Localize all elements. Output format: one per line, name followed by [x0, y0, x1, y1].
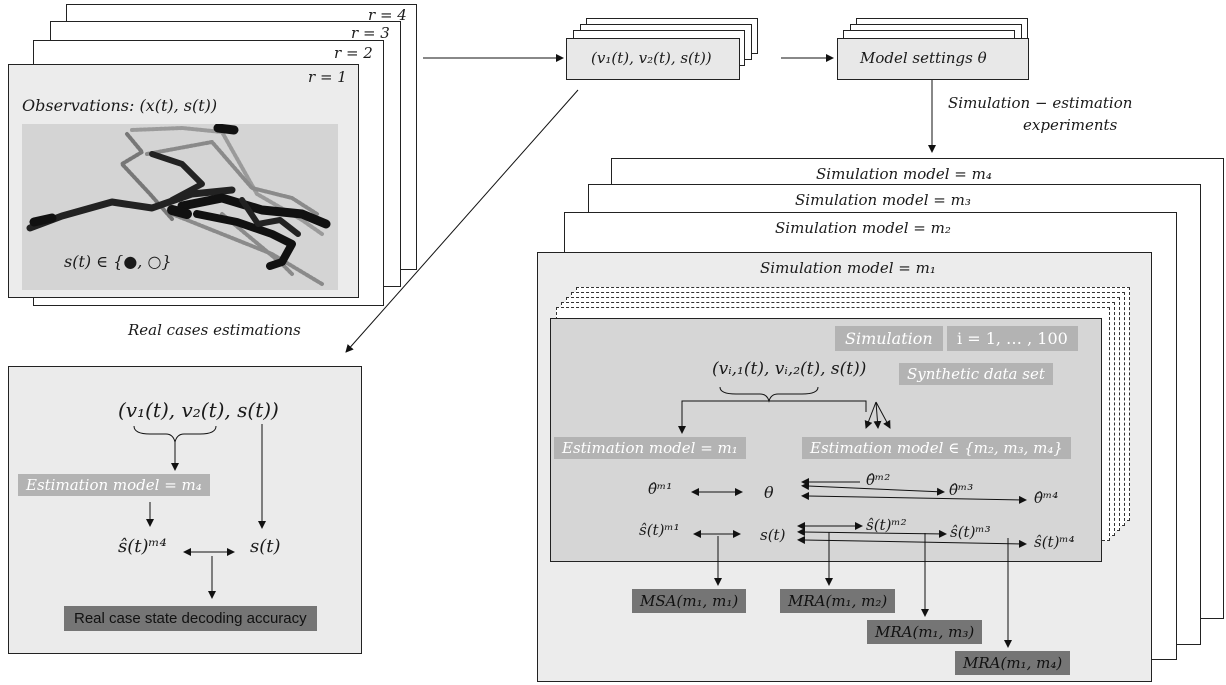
state-hat-m1: ŝ(t)ᵐ¹	[639, 521, 680, 539]
sim-model-title-m4: Simulation model = m₄	[816, 165, 992, 183]
state-true: s(t)	[760, 526, 786, 544]
metric-mra-m1-m2: MRA(m₁, m₂)	[780, 589, 896, 613]
trajectory-plot	[22, 123, 338, 290]
metric-mra-m1-m4: MRA(m₁, m₄)	[955, 651, 1071, 675]
repetition-label-r1: r = 1	[308, 68, 347, 86]
sim-model-title-m3: Simulation model = m₃	[795, 191, 971, 209]
velocity-box: (v₁(t), v₂(t), s(t))	[566, 38, 740, 80]
est-model-other-tag: Estimation model ∈ {m₂, m₃, m₄}	[802, 437, 1071, 459]
settings-box: Model settings θ	[837, 38, 1029, 80]
real-accuracy-tag: Real case state decoding accuracy	[64, 606, 317, 631]
velocity-box-label: (v₁(t), v₂(t), s(t))	[591, 49, 712, 67]
synthetic-data-tag: Synthetic data set	[899, 363, 1053, 385]
state-set-label: s(t) ∈ {●, ○}	[64, 252, 172, 271]
est-model-same-tag: Estimation model = m₁	[554, 437, 746, 459]
theta-hat-m1: θ̂ᵐ¹	[648, 480, 673, 498]
real-truth-label: s(t)	[250, 536, 281, 557]
simulation-tag: Simulation	[835, 326, 943, 351]
sim-model-title-m2: Simulation model = m₂	[775, 219, 951, 237]
real-estimate-label: ŝ(t)ᵐ⁴	[118, 536, 167, 557]
metric-mra-m1-m3: MRA(m₁, m₃)	[867, 620, 983, 644]
repetition-label-r2: r = 2	[334, 44, 373, 62]
iteration-tag: i = 1, … , 100	[947, 326, 1078, 351]
real-cases-label: Real cases estimations	[128, 321, 301, 339]
sim-model-title-m1: Simulation model = m₁	[760, 259, 936, 277]
observations-title: Observations: (x(t), s(t))	[22, 96, 218, 115]
state-hat-m4: ŝ(t)ᵐ⁴	[1034, 533, 1075, 551]
experiments-label-line2: experiments	[1023, 116, 1118, 134]
repetition-label-r4: r = 4	[368, 6, 407, 24]
repetition-label-r3: r = 3	[351, 24, 390, 42]
theta-hat-m4: θ̂ᵐ⁴	[1034, 489, 1059, 507]
real-estimation-model-tag: Estimation model = m₄	[18, 474, 210, 496]
synthetic-input-label: (vᵢ,₁(t), vᵢ,₂(t), s(t))	[712, 359, 867, 379]
experiments-label-line1: Simulation − estimation	[948, 94, 1133, 112]
real-input-label: (v₁(t), v₂(t), s(t))	[118, 398, 279, 422]
metric-msa-m1-m1: MSA(m₁, m₁)	[632, 589, 747, 613]
settings-box-label: Model settings θ	[860, 49, 987, 67]
theta-true: θ	[764, 483, 774, 502]
